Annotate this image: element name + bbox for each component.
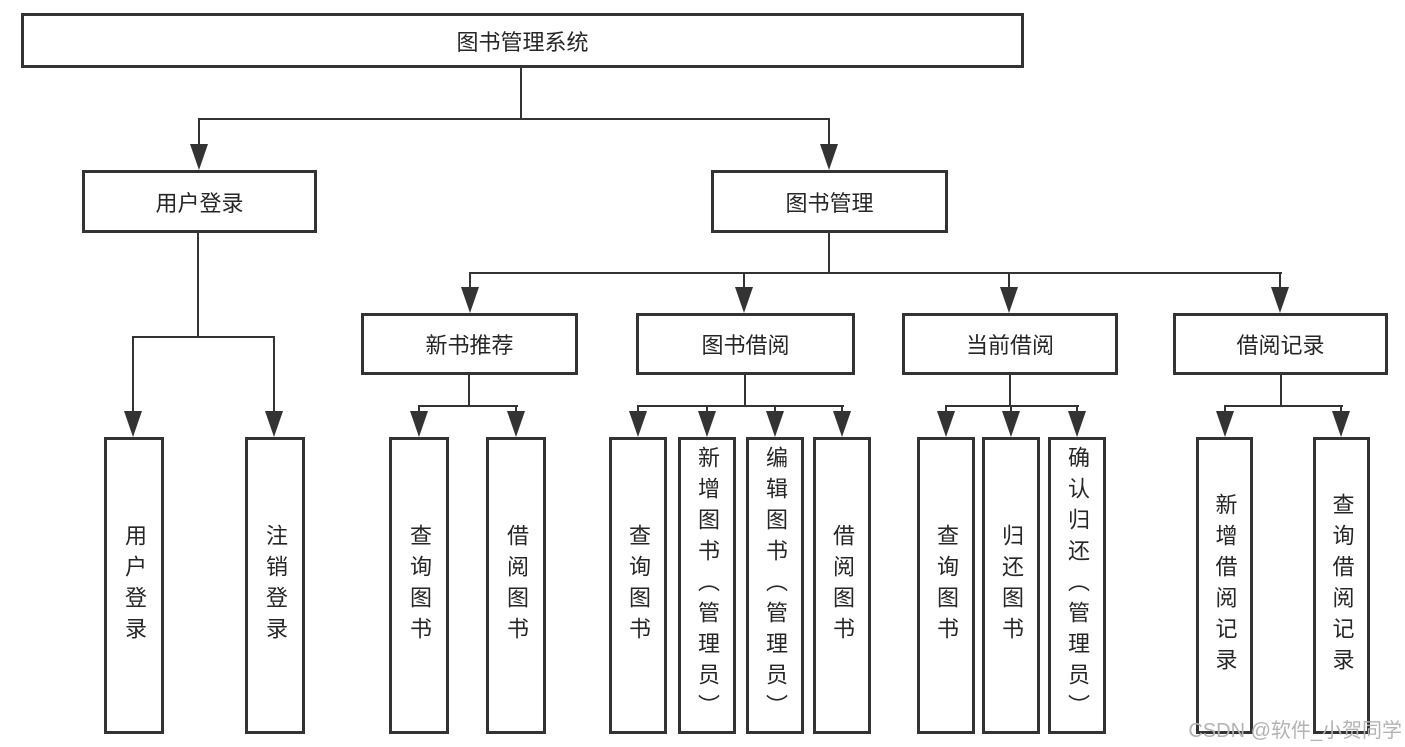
connector-line (197, 233, 199, 338)
connector-line (273, 336, 275, 413)
connector-line (841, 405, 843, 414)
leaf-record-query-borrow-record: 查询借阅记录 (1313, 437, 1370, 734)
connector-line (1224, 405, 1343, 407)
connector-line (1009, 375, 1011, 407)
connector-line (198, 118, 200, 148)
connector-line (1008, 272, 1010, 288)
arrow-down-icon (820, 144, 838, 170)
arrow-down-icon (1271, 287, 1289, 313)
node-book-borrow: 图书借阅 (636, 313, 855, 375)
arrow-down-icon (833, 411, 851, 437)
leaf-borrow-add-books-admin: 新增图书（管理员） (678, 437, 736, 734)
node-book-management: 图书管理 (711, 170, 948, 233)
connector-line (1224, 405, 1226, 414)
arrow-down-icon (507, 411, 525, 437)
connector-line (520, 68, 522, 120)
connector-line (418, 405, 420, 414)
arrow-down-icon (1332, 411, 1350, 437)
leaf-borrow-borrow-books: 借阅图书 (813, 437, 871, 734)
connector-line (468, 375, 470, 407)
arrow-down-icon (1002, 411, 1020, 437)
arrow-down-icon (1000, 287, 1018, 313)
arrow-down-icon (461, 287, 479, 313)
leaf-current-return-books: 归还图书 (982, 437, 1040, 734)
arrow-down-icon (937, 411, 955, 437)
connector-line (945, 405, 947, 414)
connector-line (1340, 405, 1342, 414)
leaf-borrow-query-books: 查询图书 (609, 437, 667, 734)
connector-line (418, 405, 518, 407)
arrow-down-icon (190, 144, 208, 170)
arrow-down-icon (698, 411, 716, 437)
connector-line (1010, 405, 1012, 414)
connector-line (637, 405, 844, 407)
arrow-down-icon (735, 287, 753, 313)
leaf-record-add-borrow-record: 新增借阅记录 (1196, 437, 1253, 734)
connector-line (945, 405, 1079, 407)
arrow-down-icon (124, 411, 142, 437)
connector-line (1280, 375, 1282, 407)
arrow-down-icon (265, 411, 283, 437)
leaf-current-query-books: 查询图书 (917, 437, 975, 734)
connector-line (706, 405, 708, 414)
node-root-system: 图书管理系统 (21, 13, 1024, 68)
leaf-logout-action: 注销登录 (245, 437, 305, 734)
connector-line (828, 118, 830, 148)
arrow-down-icon (410, 411, 428, 437)
connector-line (132, 336, 134, 413)
node-user-login: 用户登录 (82, 170, 317, 233)
arrow-down-icon (1216, 411, 1234, 437)
arrow-down-icon (629, 411, 647, 437)
leaf-borrow-edit-books-admin: 编辑图书（管理员） (746, 437, 804, 734)
connector-line (774, 405, 776, 414)
connector-line (1076, 405, 1078, 414)
arrow-down-icon (1068, 411, 1086, 437)
node-current-borrow: 当前借阅 (902, 313, 1118, 375)
connector-line (469, 272, 1282, 274)
leaf-newbook-query-books: 查询图书 (389, 437, 449, 734)
leaf-current-confirm-return-admin: 确认归还（管理员） (1048, 437, 1106, 734)
leaf-newbook-borrow-books: 借阅图书 (486, 437, 546, 734)
watermark: CSDN @软件_小贺同学 (1188, 720, 1402, 742)
connector-line (132, 336, 275, 338)
connector-line (198, 118, 830, 120)
leaf-user-login-action: 用户登录 (104, 437, 164, 734)
node-borrow-record: 借阅记录 (1173, 313, 1388, 375)
node-new-book-recommend: 新书推荐 (361, 313, 578, 375)
connector-line (828, 233, 830, 274)
connector-line (515, 405, 517, 414)
arrow-down-icon (766, 411, 784, 437)
connector-line (1279, 272, 1281, 288)
connector-line (637, 405, 639, 414)
connector-line (744, 375, 746, 407)
connector-line (743, 272, 745, 288)
connector-line (469, 272, 471, 288)
